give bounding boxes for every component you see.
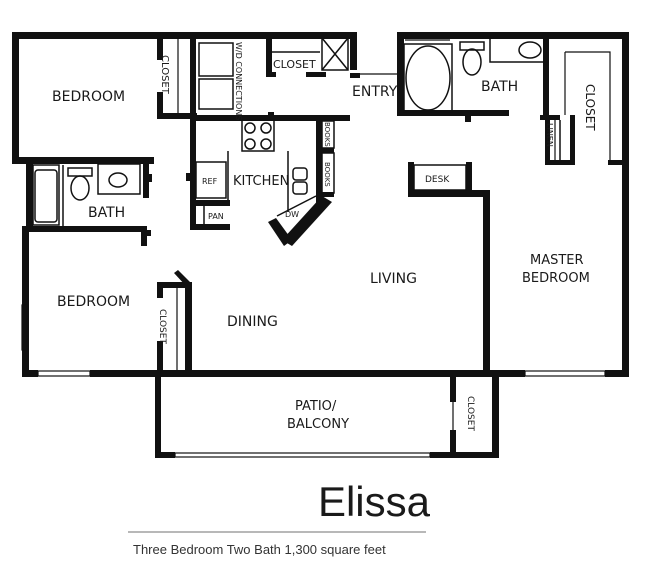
master-toilet-icon: [459, 41, 485, 51]
label-dining: DINING: [227, 314, 278, 330]
label-dw: DW: [285, 210, 299, 219]
label-pan: PAN: [208, 212, 224, 221]
label-master-line2: BEDROOM: [522, 271, 590, 286]
floor-plan-summary: Three Bedroom Two Bath 1,300 square feet: [133, 542, 386, 557]
label-bedroom-bottom: BEDROOM: [57, 294, 130, 310]
label-patio-line2: BALCONY: [287, 417, 349, 432]
kitchen-sink-icon: [292, 167, 308, 181]
label-desk: DESK: [425, 175, 450, 185]
label-master-line1: MASTER: [530, 253, 584, 268]
label-living: LIVING: [370, 271, 417, 287]
label-closet-top-left: CLOSET: [159, 55, 170, 95]
fixtures: [32, 37, 561, 226]
label-closet-patio: CLOSET: [465, 396, 475, 431]
label-bath-left: BATH: [88, 205, 125, 221]
label-closet-entry: CLOSET: [273, 58, 316, 71]
walls: [12, 32, 629, 458]
windows: [21, 38, 611, 458]
room-labels: BEDROOM CLOSET W/D CONNECTIONS CLOSET EN…: [52, 42, 597, 432]
label-closet-master: CLOSET: [583, 84, 597, 131]
master-sink-icon: [518, 41, 542, 59]
floor-plan-name: Elissa: [317, 478, 430, 525]
label-bedroom-top: BEDROOM: [52, 89, 125, 105]
stove-icon: [241, 119, 275, 152]
bathtub-icon: [32, 164, 60, 226]
label-kitchen: KITCHEN: [233, 174, 289, 189]
label-bath-master: BATH: [481, 79, 518, 95]
label-linen: LINEN: [545, 123, 554, 147]
label-closet-bottom-left: CLOSET: [157, 309, 167, 344]
dryer-icon: [198, 78, 234, 110]
refrigerator-icon: [195, 161, 227, 199]
label-wd-connections: W/D CONNECTIONS: [234, 42, 243, 120]
toilet-icon: [67, 167, 93, 177]
label-books-1: BOOKS: [323, 122, 331, 147]
label-books-2: BOOKS: [323, 162, 331, 187]
water-heater-icon: [321, 37, 349, 71]
desk-icon: [413, 164, 467, 191]
garden-tub-icon: [403, 43, 453, 113]
label-patio-line1: PATIO/: [295, 399, 337, 414]
label-ref: REF: [202, 177, 218, 186]
divider: [128, 531, 426, 533]
label-entry: ENTRY: [352, 84, 398, 100]
floor-plan: BEDROOM CLOSET W/D CONNECTIONS CLOSET EN…: [12, 32, 629, 458]
washer-icon: [198, 42, 234, 77]
vanity-sink-icon: [97, 163, 141, 195]
